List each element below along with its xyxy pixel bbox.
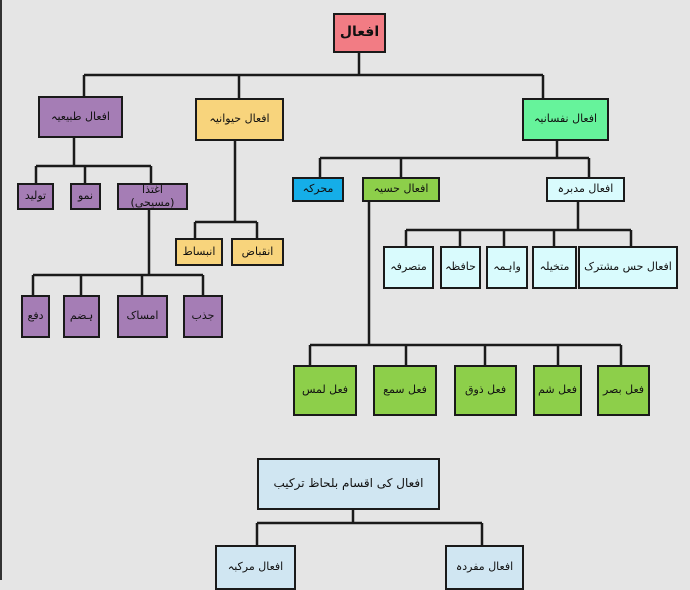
left-edge <box>0 0 2 580</box>
node-mufradah: افعال مفردہ <box>445 545 524 590</box>
node-jazb: جذب <box>183 295 223 338</box>
node-muharrikah: محرکہ <box>292 177 344 202</box>
node-composition-title: افعال کی اقسام بلحاظ ترکیب <box>257 458 440 510</box>
node-imsak: امساک <box>117 295 168 338</box>
root-node: افعال <box>333 13 386 53</box>
node-zawq: فعل ذوق <box>454 365 517 416</box>
node-inbisat: انبساط <box>175 238 223 266</box>
node-inqibaz: انقباض <box>231 238 284 266</box>
node-lams: فعل لمس <box>293 365 357 416</box>
node-ightiza: اغتذا (مسیحی) <box>117 183 188 210</box>
node-numu: نمو <box>70 183 101 210</box>
node-wahimah: واہمہ <box>486 246 528 289</box>
node-hafizah: حافظہ <box>440 246 481 289</box>
node-mutasarrifah: متصرفہ <box>383 246 434 289</box>
node-mudabbirah: افعال مدبرہ <box>546 177 625 202</box>
node-tabiyah: افعال طبیعیہ <box>38 96 123 138</box>
node-daf: دفع <box>21 295 50 338</box>
node-mutakhayyilah: متخیلہ <box>532 246 577 289</box>
node-hissiyah: افعال حسیہ <box>362 177 440 202</box>
node-nafsaniyah: افعال نفسانیہ <box>522 98 609 141</box>
node-hiss-mushtarak: افعال حس مشترک <box>578 246 678 289</box>
node-shamm: فعل شم <box>533 365 582 416</box>
node-hazm: ہضم <box>63 295 100 338</box>
node-murakkabah: افعال مرکبہ <box>215 545 296 590</box>
node-sam: فعل سمع <box>373 365 437 416</box>
node-basar: فعل بصر <box>597 365 650 416</box>
node-tawlid: تولید <box>17 183 54 210</box>
node-haiwaniyah: افعال حیوانیہ <box>195 98 284 141</box>
